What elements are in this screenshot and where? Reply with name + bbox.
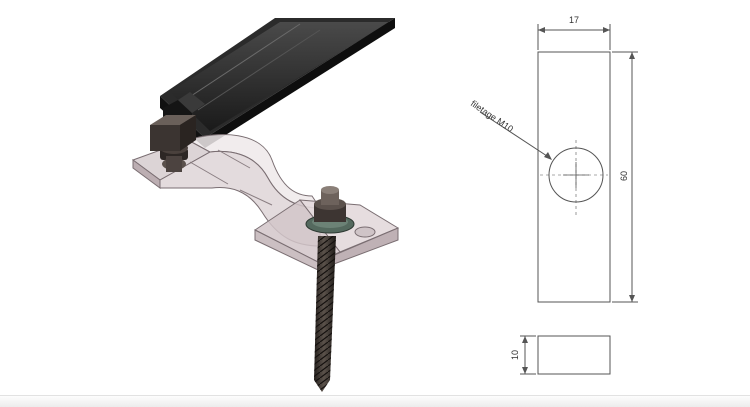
dimension-height: [612, 51, 638, 303]
mounting-rail: [160, 18, 395, 148]
plate-front-view: [537, 51, 611, 303]
hole-thread-note: filetage M10: [469, 98, 515, 134]
rail-clamp-bolt: [150, 115, 196, 172]
assembly-view: [131, 18, 400, 392]
dimension-height-label: 60: [619, 171, 629, 181]
bent-bracket: [131, 134, 400, 271]
dimension-width-label: 17: [569, 15, 579, 25]
plate-side-view: [537, 335, 611, 375]
bottom-frame: [0, 395, 750, 407]
hole-leader-line: [479, 111, 551, 159]
threaded-rod: [305, 186, 355, 392]
dimension-thickness: [520, 335, 536, 375]
dimension-width: [537, 24, 611, 50]
technical-drawing: [479, 24, 638, 375]
dimension-thickness-label: 10: [510, 350, 520, 360]
